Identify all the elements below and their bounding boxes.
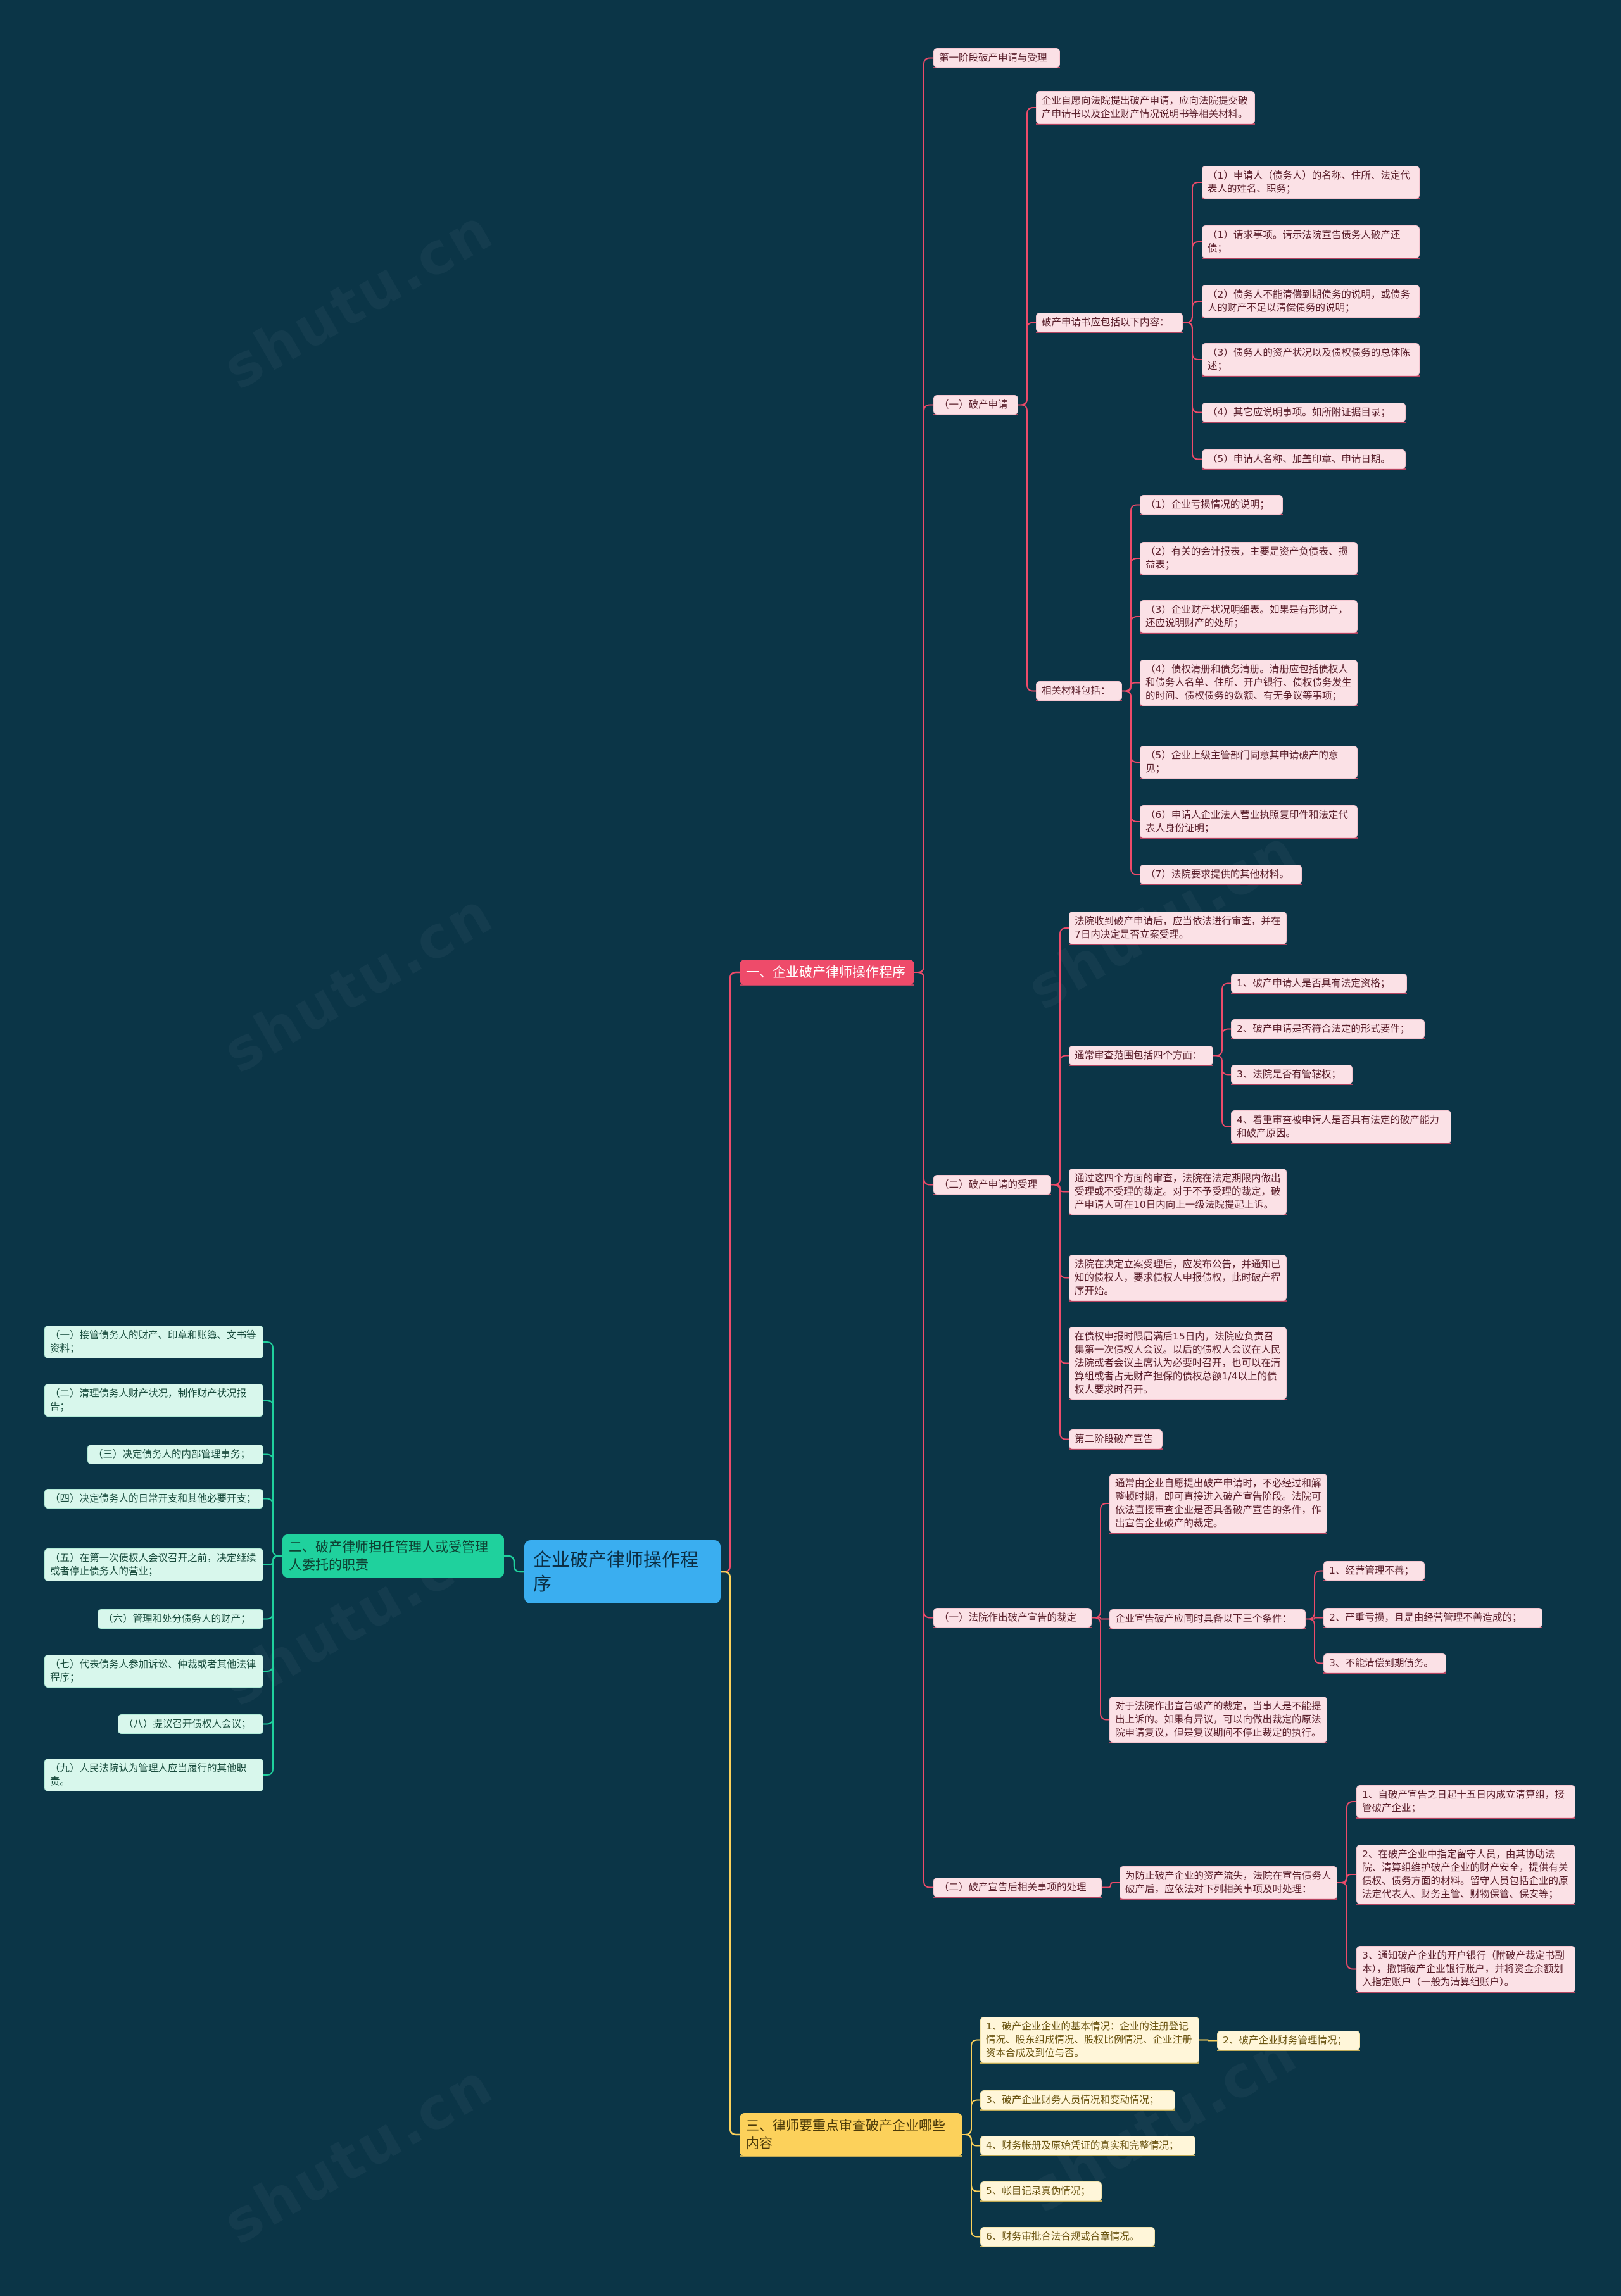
post-declaration-item[interactable]: 1、自破产宣告之日起十五日内成立清算组，接管破产企业； [1356, 1785, 1575, 1818]
review-content-item[interactable]: 6、财务审批合法合规或合章情况。 [980, 2227, 1155, 2247]
connector [1092, 1503, 1109, 1619]
duty-item[interactable]: （一）接管债务人的财产、印章和账簿、文书等资料； [44, 1326, 263, 1358]
connector [1337, 1874, 1356, 1883]
connector [721, 971, 740, 1573]
duty-item[interactable]: （九）人民法院认为管理人应当履行的其他职责。 [44, 1759, 263, 1791]
book-item[interactable]: （4）其它应说明事项。如所附证据目录； [1202, 403, 1406, 422]
review-content-item[interactable]: 1、破产企业企业的基本情况：企业的注册登记情况、股东组成情况、股权比例情况、企业… [980, 2017, 1199, 2063]
connector [1122, 690, 1140, 875]
review-content-item[interactable]: 5、帐目记录真伪情况； [980, 2181, 1102, 2201]
book-item[interactable]: （5）申请人名称、加盖印章、申请日期。 [1202, 449, 1406, 469]
duty-item[interactable]: （四）决定债务人的日常开支和其他必要开支； [44, 1489, 263, 1509]
stage2-label[interactable]: 第二阶段破产宣告 [1069, 1429, 1163, 1449]
connector [1306, 1617, 1323, 1620]
branch-manager-duties[interactable]: 二、破产律师担任管理人或受管理人委托的职责 [282, 1534, 504, 1578]
review-item[interactable]: 3、法院是否有管辖权； [1231, 1065, 1353, 1084]
connector [721, 1571, 740, 2136]
connector [263, 1498, 282, 1557]
declare-paragraph[interactable]: 通常由企业自愿提出破产申请时，不必经过和解整顿时期，即可直接进入破产宣告阶段。法… [1109, 1474, 1327, 1533]
post-declaration-item[interactable]: 3、通知破产企业的开户银行（附破产裁定书副本），撤销破产企业银行账户，并将资金余… [1356, 1946, 1575, 1992]
duty-item[interactable]: （八）提议召开债权人会议； [118, 1714, 263, 1734]
material-item[interactable]: （3）企业财产状况明细表。如果是有形财产，还应说明财产的处所； [1140, 600, 1358, 633]
review-item[interactable]: 4、着重审查被申请人是否具有法定的破产能力和破产原因。 [1231, 1110, 1451, 1143]
review-item[interactable]: 2、破产申请是否符合法定的形式要件； [1231, 1019, 1425, 1039]
bankruptcy-conditions[interactable]: 企业宣告破产应同时具备以下三个条件： [1109, 1609, 1306, 1629]
review-content-item[interactable]: 3、破产企业财务人员情况和变动情况； [980, 2090, 1175, 2110]
material-item[interactable]: （4）债权清册和债务清册。清册应包括债权人和债务人名单、住所、开户银行、债权债务… [1140, 660, 1358, 706]
book-item[interactable]: （1）申请人（债务人）的名称、住所、法定代表人的姓名、职务； [1202, 166, 1420, 199]
accept-section[interactable]: （二）破产申请的受理 [933, 1175, 1051, 1195]
material-item[interactable]: （5）企业上级主管部门同意其申请破产的意见； [1140, 746, 1358, 779]
review-item[interactable]: 1、破产申请人是否具有法定资格； [1231, 974, 1407, 993]
review-content-item[interactable]: 2、破产企业财务管理情况； [1217, 2031, 1360, 2050]
connector [1213, 1055, 1231, 1127]
connector [914, 972, 933, 1888]
material-item[interactable]: （6）申请人企业法人营业执照复印件和法定代表人身份证明； [1140, 805, 1358, 838]
review-scope[interactable]: 通常审查范围包括四个方面： [1069, 1046, 1213, 1065]
post-declaration-item[interactable]: 2、在破产企业中指定留守人员，由其协助法院、清算组维护破产企业的财产安全，提供有… [1356, 1845, 1575, 1904]
connector [914, 404, 933, 973]
material-item[interactable]: （1）企业亏损情况的说明； [1140, 495, 1283, 515]
duty-item[interactable]: （六）管理和处分债务人的财产； [98, 1609, 263, 1629]
accept-paragraph[interactable]: 法院收到破产申请后，应当依法进行审查，并在7日内决定是否立案受理。 [1069, 912, 1287, 944]
connector [1183, 322, 1202, 460]
duty-item[interactable]: （五）在第一次债权人会议召开之前，决定继续或者停止债务人的营业； [44, 1548, 263, 1581]
declare-section[interactable]: （一）法院作出破产宣告的裁定 [933, 1608, 1092, 1628]
review-content-item[interactable]: 4、财务帐册及原始凭证的真实和完整情况； [980, 2136, 1195, 2155]
application-book[interactable]: 破产申请书应包括以下内容： [1036, 313, 1183, 332]
stage1-label[interactable]: 第一阶段破产申请与受理 [933, 48, 1060, 68]
material-item[interactable]: （2）有关的会计报表，主要是资产负债表、损益表； [1140, 542, 1358, 575]
related-materials[interactable]: 相关材料包括： [1036, 681, 1122, 701]
book-item[interactable]: （2）债务人不能清偿到期债务的说明，或债务人的财产不足以清偿债务的说明； [1202, 285, 1420, 318]
connector [1213, 1028, 1231, 1057]
duty-item[interactable]: （二）清理债务人财产状况，制作财产状况报告； [44, 1384, 263, 1417]
post-declaration-section[interactable]: （二）破产宣告后相关事项的处理 [933, 1878, 1102, 1897]
accept-paragraph[interactable]: 在债权申报时限届满后15日内，法院应负责召集第一次债权人会议。以后的债权人会议在… [1069, 1327, 1287, 1400]
condition-item[interactable]: 2、严重亏损，且是由经营管理不善造成的； [1323, 1608, 1542, 1628]
duty-item[interactable]: （七）代表债务人参加诉讼、仲裁或者其他法律程序； [44, 1655, 263, 1688]
connector [1092, 1617, 1109, 1620]
connector [1337, 1882, 1356, 1970]
branch-review-contents[interactable]: 三、律师要重点审查破产企业哪些内容 [740, 2113, 962, 2156]
accept-paragraph[interactable]: 通过这四个方面的审查，法院在法定期限内做出受理或不受理的裁定。对于不予受理的裁定… [1069, 1169, 1287, 1215]
declare-paragraph[interactable]: 对于法院作出宣告破产的裁定，当事人是不能提出上诉的。如果有异议，可以向做出裁定的… [1109, 1697, 1327, 1743]
connector [1306, 1570, 1323, 1620]
book-item[interactable]: （1）请求事项。请示法院宣告债务人破产还债； [1202, 225, 1420, 258]
branch-operation-procedure[interactable]: 一、企业破产律师操作程序 [740, 960, 914, 985]
connector [1337, 1801, 1356, 1883]
apply-section[interactable]: （一）破产申请 [933, 395, 1018, 415]
connector [1051, 1055, 1069, 1186]
condition-item[interactable]: 1、经营管理不善； [1323, 1561, 1425, 1581]
connector [1092, 1617, 1109, 1721]
connector [1199, 2039, 1217, 2042]
connector [1122, 682, 1140, 692]
book-item[interactable]: （3）债务人的资产状况以及债权债务的总体陈述； [1202, 343, 1420, 376]
connector [962, 2134, 980, 2238]
connector [1122, 616, 1140, 692]
duty-item[interactable]: （三）决定债务人的内部管理事务； [87, 1445, 263, 1464]
connector [263, 1555, 282, 1776]
condition-item[interactable]: 3、不能清偿到期债务。 [1323, 1653, 1446, 1673]
connector [1102, 1882, 1120, 1888]
post-declaration-paragraph[interactable]: 为防止破产企业的资产流失，法院在宣告债务人破产后，应依法对下列相关事项及时处理： [1120, 1866, 1337, 1899]
root-topic[interactable]: 企业破产律师操作程序 [524, 1540, 721, 1603]
connector [504, 1555, 524, 1573]
connector [962, 2099, 980, 2135]
connector [1051, 1184, 1069, 1440]
connector [1018, 404, 1036, 692]
accept-paragraph[interactable]: 法院在决定立案受理后，应发布公告，并通知已知的债权人，要求债权人申报债权，此时破… [1069, 1255, 1287, 1301]
apply-intro[interactable]: 企业自愿向法院提出破产申请，应向法院提交破产申请书以及企业财产情况说明书等相关材… [1036, 91, 1255, 124]
connector [1306, 1618, 1323, 1664]
material-item[interactable]: （7）法院要求提供的其他材料。 [1140, 865, 1302, 884]
connector [1183, 301, 1202, 323]
connector [1018, 322, 1036, 406]
